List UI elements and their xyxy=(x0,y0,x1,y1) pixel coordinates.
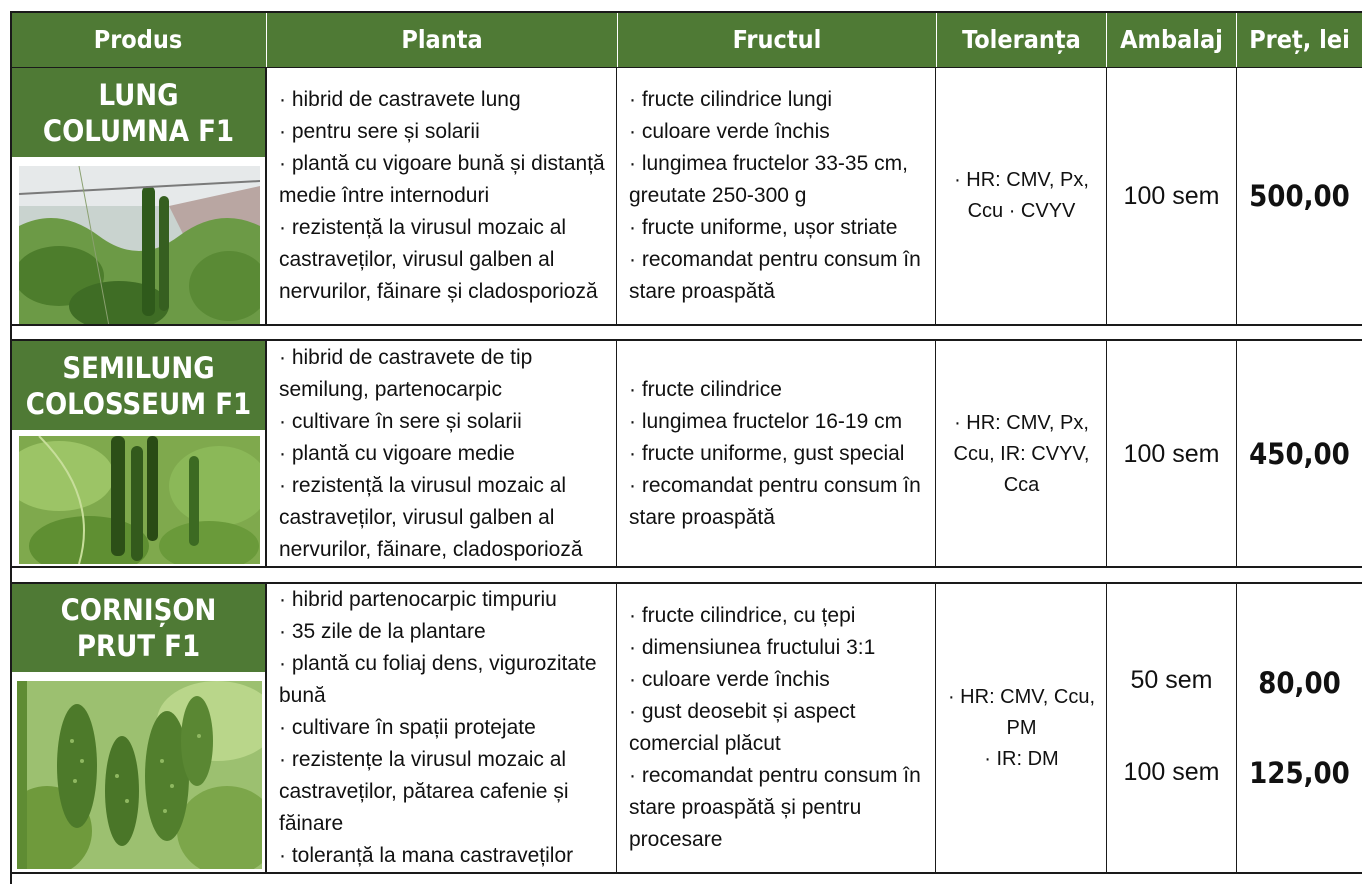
planta-description: · hibrid de castravete lung · pentru ser… xyxy=(279,88,605,303)
grid-line xyxy=(12,672,265,673)
cucumber-plant-photo xyxy=(19,166,260,326)
grid-line xyxy=(10,582,1362,584)
header-fructul: Fructul xyxy=(617,12,936,67)
ambalaj-option: 100 sem xyxy=(1123,440,1220,468)
grid-line xyxy=(10,872,1362,874)
grid-line xyxy=(1236,67,1237,326)
grid-line xyxy=(935,582,936,874)
price-option: 500,00 xyxy=(1249,179,1350,213)
grid-line xyxy=(12,430,265,431)
product-name-line2: PRUT F1 xyxy=(76,629,201,663)
grid-line xyxy=(10,11,1362,13)
price-option: 450,00 xyxy=(1249,437,1350,471)
grid-line xyxy=(10,339,1362,341)
grid-line xyxy=(1106,339,1107,568)
grid-line xyxy=(935,67,936,326)
ambalaj-option: 50 sem xyxy=(1130,666,1213,694)
product-name: CORNIȘON PRUT F1 xyxy=(12,584,265,672)
price-option: 80,00 xyxy=(1258,666,1341,700)
product-name-line2: COLOSSEUM F1 xyxy=(25,386,252,421)
header-ambalaj: Ambalaj xyxy=(1106,12,1236,67)
ambalaj-option: 100 sem xyxy=(1123,182,1220,210)
grid-line xyxy=(616,67,617,326)
grid-line xyxy=(935,339,936,568)
planta-description: · hibrid de castravete de tip semilung, … xyxy=(279,346,583,561)
header-produs: Produs xyxy=(10,12,266,67)
ambalaj-option: 100 sem xyxy=(1123,758,1220,786)
grid-line xyxy=(10,11,12,884)
toleranta-value: · HR: CMV, Px, Ccu · CVYV xyxy=(954,169,1089,222)
grid-line xyxy=(1236,582,1237,874)
grid-line xyxy=(265,582,267,874)
price-value: 80,00 125,00 xyxy=(1237,584,1362,872)
grid-line xyxy=(616,582,617,874)
grid-line xyxy=(265,67,267,326)
fructul-description: · fructe cilindrice, cu țepi · dimensiun… xyxy=(629,604,921,851)
product-name-line2: COLUMNA F1 xyxy=(42,113,235,148)
ambalaj-value: 100 sem xyxy=(1107,341,1236,567)
planta-description: · hibrid partenocarpic timpuriu · 35 zil… xyxy=(279,588,597,867)
grid-line xyxy=(265,339,267,568)
toleranta-value: · HR: CMV, Ccu, PM · IR: DM xyxy=(947,685,1096,770)
grid-line xyxy=(1106,582,1107,874)
header-pret: Preț, lei xyxy=(1236,12,1362,67)
grid-line xyxy=(1236,339,1237,568)
price-option: 125,00 xyxy=(1249,756,1350,790)
gherkin-plant-photo xyxy=(17,681,262,869)
cucumber-plant-photo xyxy=(19,436,260,564)
grid-line xyxy=(12,157,265,158)
product-name: LUNG COLUMNA F1 xyxy=(12,68,265,157)
grid-line xyxy=(616,339,617,568)
grid-line xyxy=(1106,67,1107,326)
ambalaj-value: 100 sem xyxy=(1107,68,1236,324)
price-value: 450,00 xyxy=(1237,341,1362,567)
product-name-line1: LUNG xyxy=(98,77,179,112)
fructul-description: · fructe cilindrice · lungimea fructelor… xyxy=(629,378,921,529)
price-value: 500,00 xyxy=(1237,68,1362,324)
product-name: SEMILUNG COLOSSEUM F1 xyxy=(12,341,265,430)
grid-line xyxy=(10,67,1362,68)
ambalaj-value: 50 sem 100 sem xyxy=(1107,584,1236,872)
grid-line xyxy=(10,566,1362,568)
toleranta-value: · HR: CMV, Px, Ccu, IR: CVYV, Cca xyxy=(953,411,1090,496)
product-name-line1: SEMILUNG xyxy=(62,350,215,385)
grid-line xyxy=(10,324,1362,326)
header-toleranta: Toleranța xyxy=(936,12,1106,67)
header-planta: Planta xyxy=(266,12,617,67)
fructul-description: · fructe cilindrice lungi · culoare verd… xyxy=(629,88,921,303)
product-name-line1: CORNIȘON xyxy=(60,593,217,627)
